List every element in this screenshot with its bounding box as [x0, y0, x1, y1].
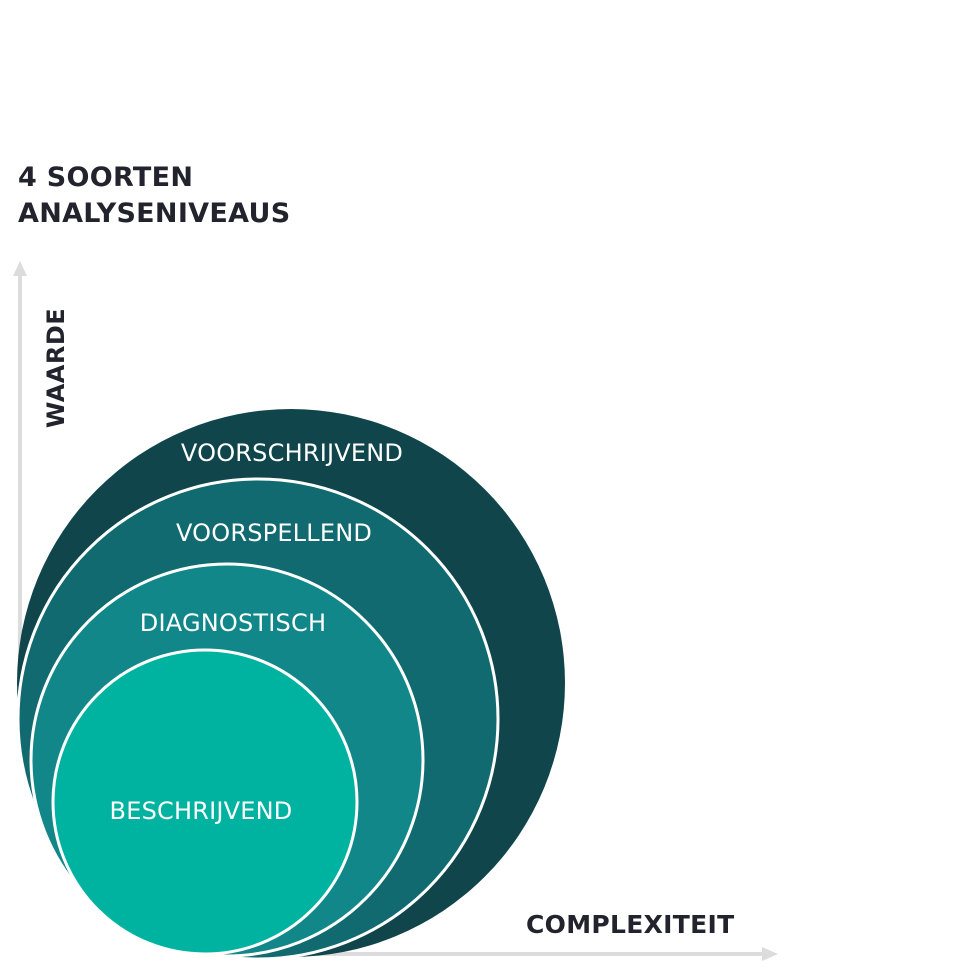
label-voorspellend: VOORSPELLEND [175, 519, 373, 547]
label-diagnostisch: DIAGNOSTISCH [139, 609, 327, 637]
x-axis-label: COMPLEXITEIT [526, 910, 735, 939]
x-axis-arrow-icon [762, 947, 778, 961]
title-line-1: 4 SOORTEN [18, 162, 194, 193]
x-axis [300, 947, 778, 961]
y-axis-label: WAARDE [42, 307, 70, 429]
label-beschrijvend: BESCHRIJVEND [109, 797, 293, 825]
diagram-title: 4 SOORTEN ANALYSENIVEAUS [18, 160, 290, 232]
circle-beschrijvend [51, 648, 359, 956]
y-axis-arrow-icon [13, 261, 27, 276]
y-axis [13, 261, 27, 660]
title-line-2: ANALYSENIVEAUS [18, 198, 291, 229]
label-voorschrijvend: VOORSCHRIJVEND [180, 439, 404, 467]
